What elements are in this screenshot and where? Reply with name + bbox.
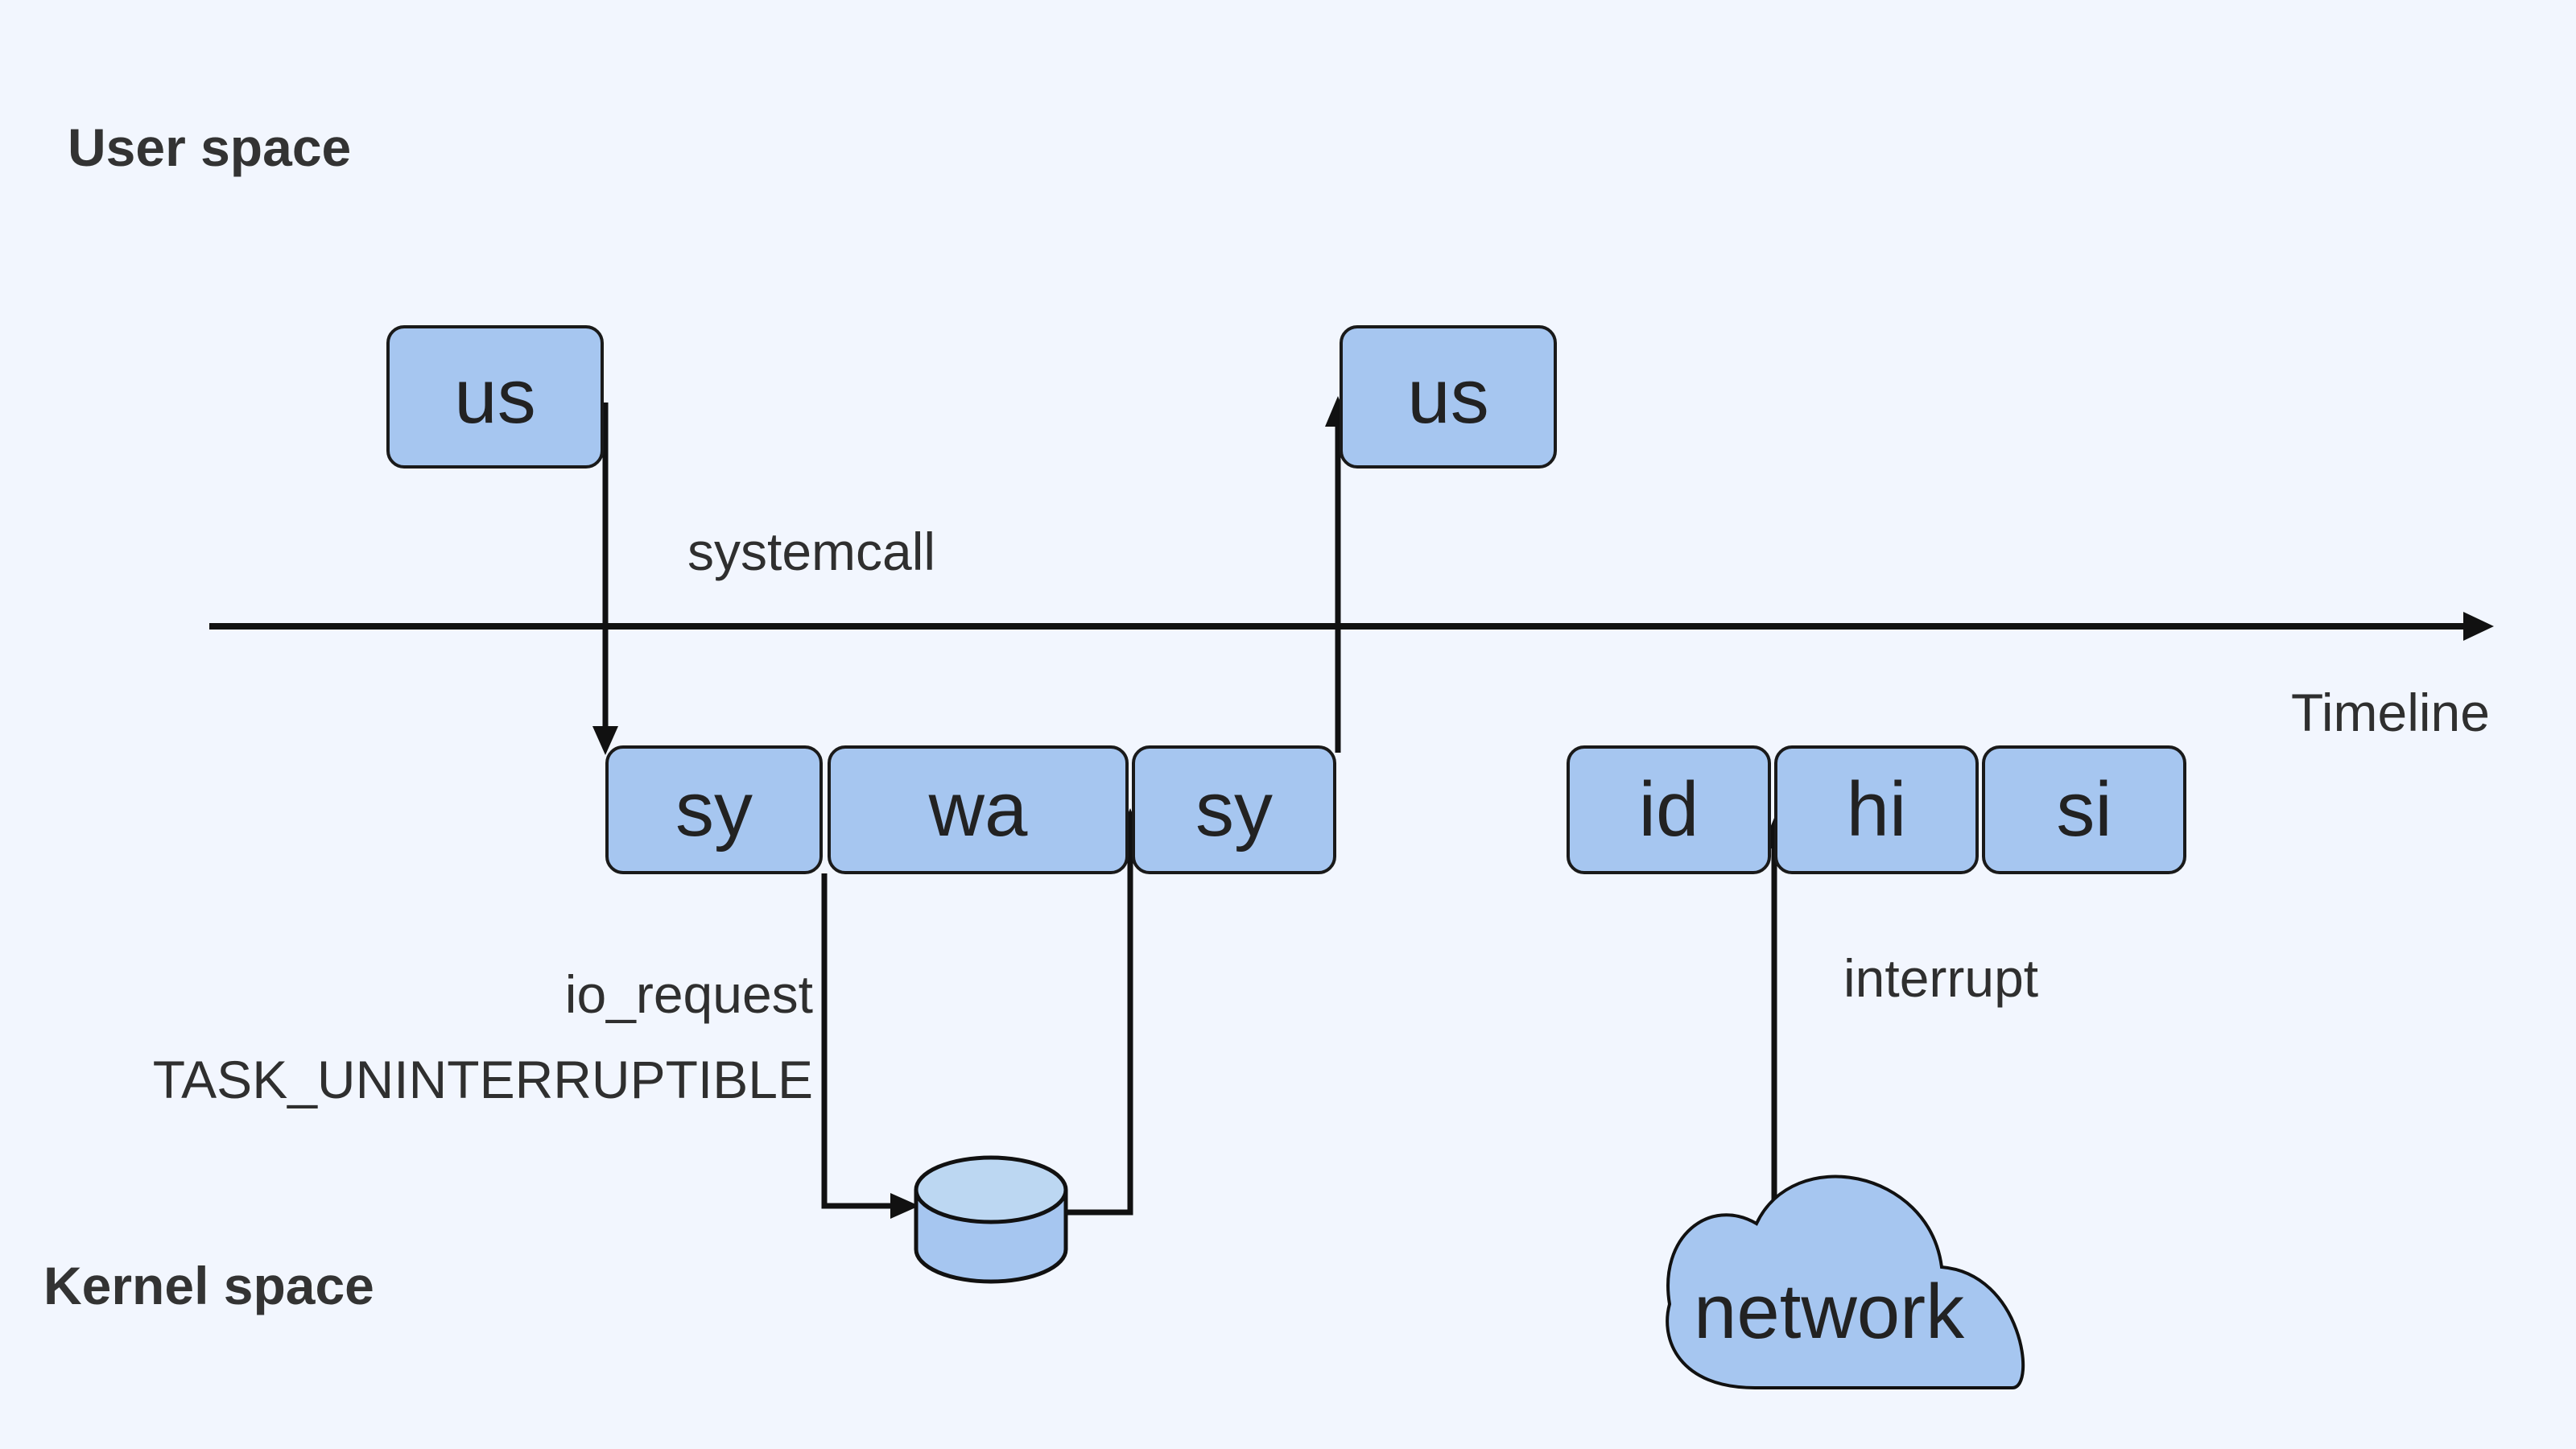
timeline-label: Timeline	[2291, 683, 2490, 742]
network-label: network	[1694, 1269, 1965, 1355]
kernel-space-label: Kernel space	[43, 1256, 374, 1315]
systemcall-label: systemcall	[687, 522, 936, 581]
network-cloud-icon	[1666, 1174, 2025, 1389]
systemcall-arrowhead	[592, 726, 618, 755]
kernel-box-id: id	[1567, 745, 1771, 874]
interrupt-label: interrupt	[1843, 948, 2039, 1008]
kernel-box-sy-1: sy	[605, 745, 823, 874]
kernel-box-si: si	[1982, 745, 2186, 874]
io-request-arrowhead	[890, 1193, 919, 1219]
kernel-box-wa: wa	[828, 745, 1129, 874]
user-box-us-1: us	[386, 325, 604, 469]
user-box-us-2: us	[1340, 325, 1557, 469]
io-request-label: io_request	[564, 964, 813, 1024]
task-uninterruptible-label: TASK_UNINTERRUPTIBLE	[152, 1050, 813, 1109]
io-complete-arrow	[1064, 837, 1133, 1216]
disk-icon	[914, 1155, 1068, 1284]
timeline-arrowhead	[2463, 612, 2494, 641]
kernel-box-sy-2: sy	[1132, 745, 1336, 874]
user-space-label: User space	[68, 118, 352, 177]
io-request-arrow	[821, 873, 894, 1209]
kernel-box-hi: hi	[1774, 745, 1979, 874]
